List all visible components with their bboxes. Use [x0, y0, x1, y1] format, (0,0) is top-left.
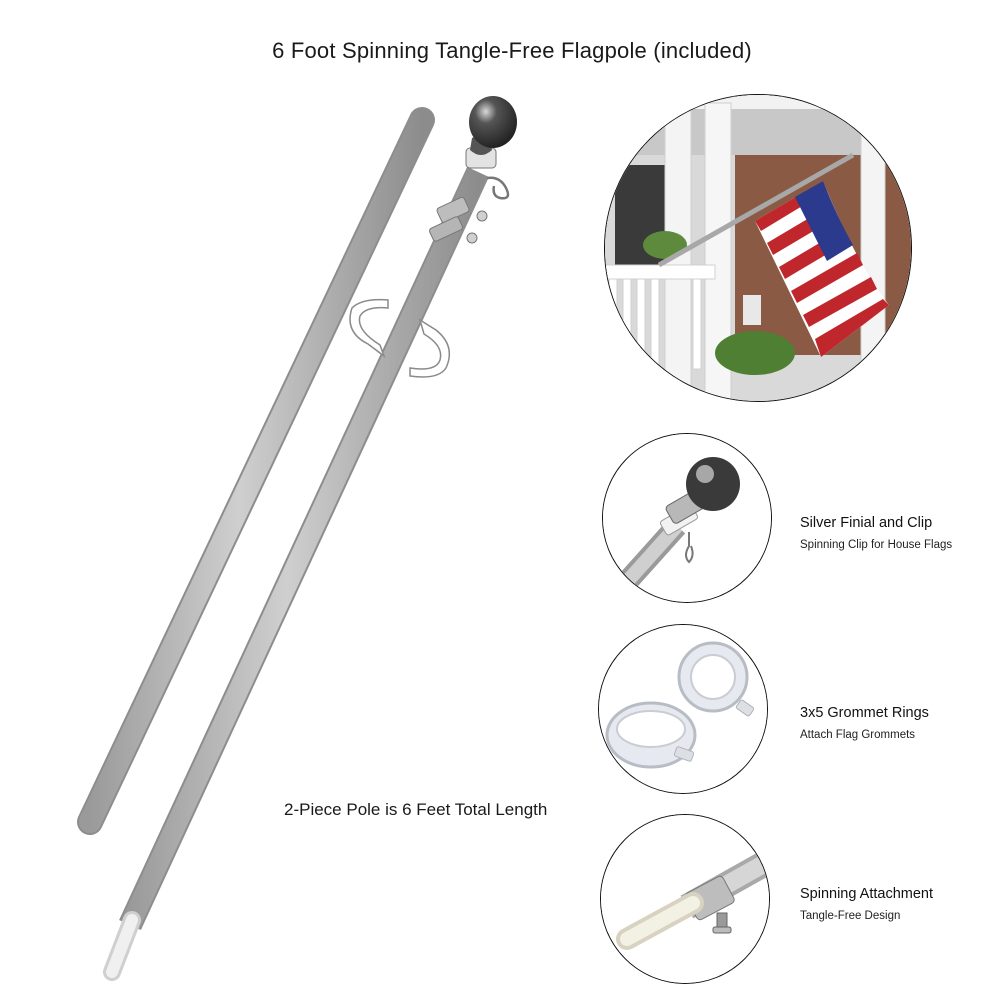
feature-spinning-attachment: Spinning Attachment Tangle-Free Design [800, 886, 933, 922]
rotation-arrow-icon [349, 298, 451, 378]
clip-hook [486, 176, 510, 200]
feature-title: Spinning Attachment [800, 886, 934, 902]
feature-title: Silver Finial and Clip [800, 515, 933, 531]
feature-subtitle: Spinning Clip for House Flags [800, 539, 953, 551]
grommet-rings-photo [598, 624, 768, 794]
feature-subtitle: Tangle-Free Design [800, 910, 901, 922]
finial-clip-photo [602, 433, 772, 603]
feature-subtitle: Attach Flag Grommets [800, 729, 916, 741]
spinning-attachment-photo [600, 814, 770, 984]
pole-segment-upper [77, 107, 435, 835]
pole-length-caption: 2-Piece Pole is 6 Feet Total Length [284, 800, 548, 819]
finial-ball [465, 96, 517, 169]
porch-flag-photo [604, 94, 912, 402]
feature-finial-clip: Silver Finial and Clip Spinning Clip for… [800, 515, 952, 551]
spinning-attachment [429, 196, 488, 244]
page-title: 6 Foot Spinning Tangle-Free Flagpole (in… [272, 38, 752, 63]
feature-title: 3x5 Grommet Rings [800, 705, 929, 721]
feature-grommet-rings: 3x5 Grommet Rings Attach Flag Grommets [800, 705, 929, 741]
pole-segment-lower [103, 166, 489, 981]
